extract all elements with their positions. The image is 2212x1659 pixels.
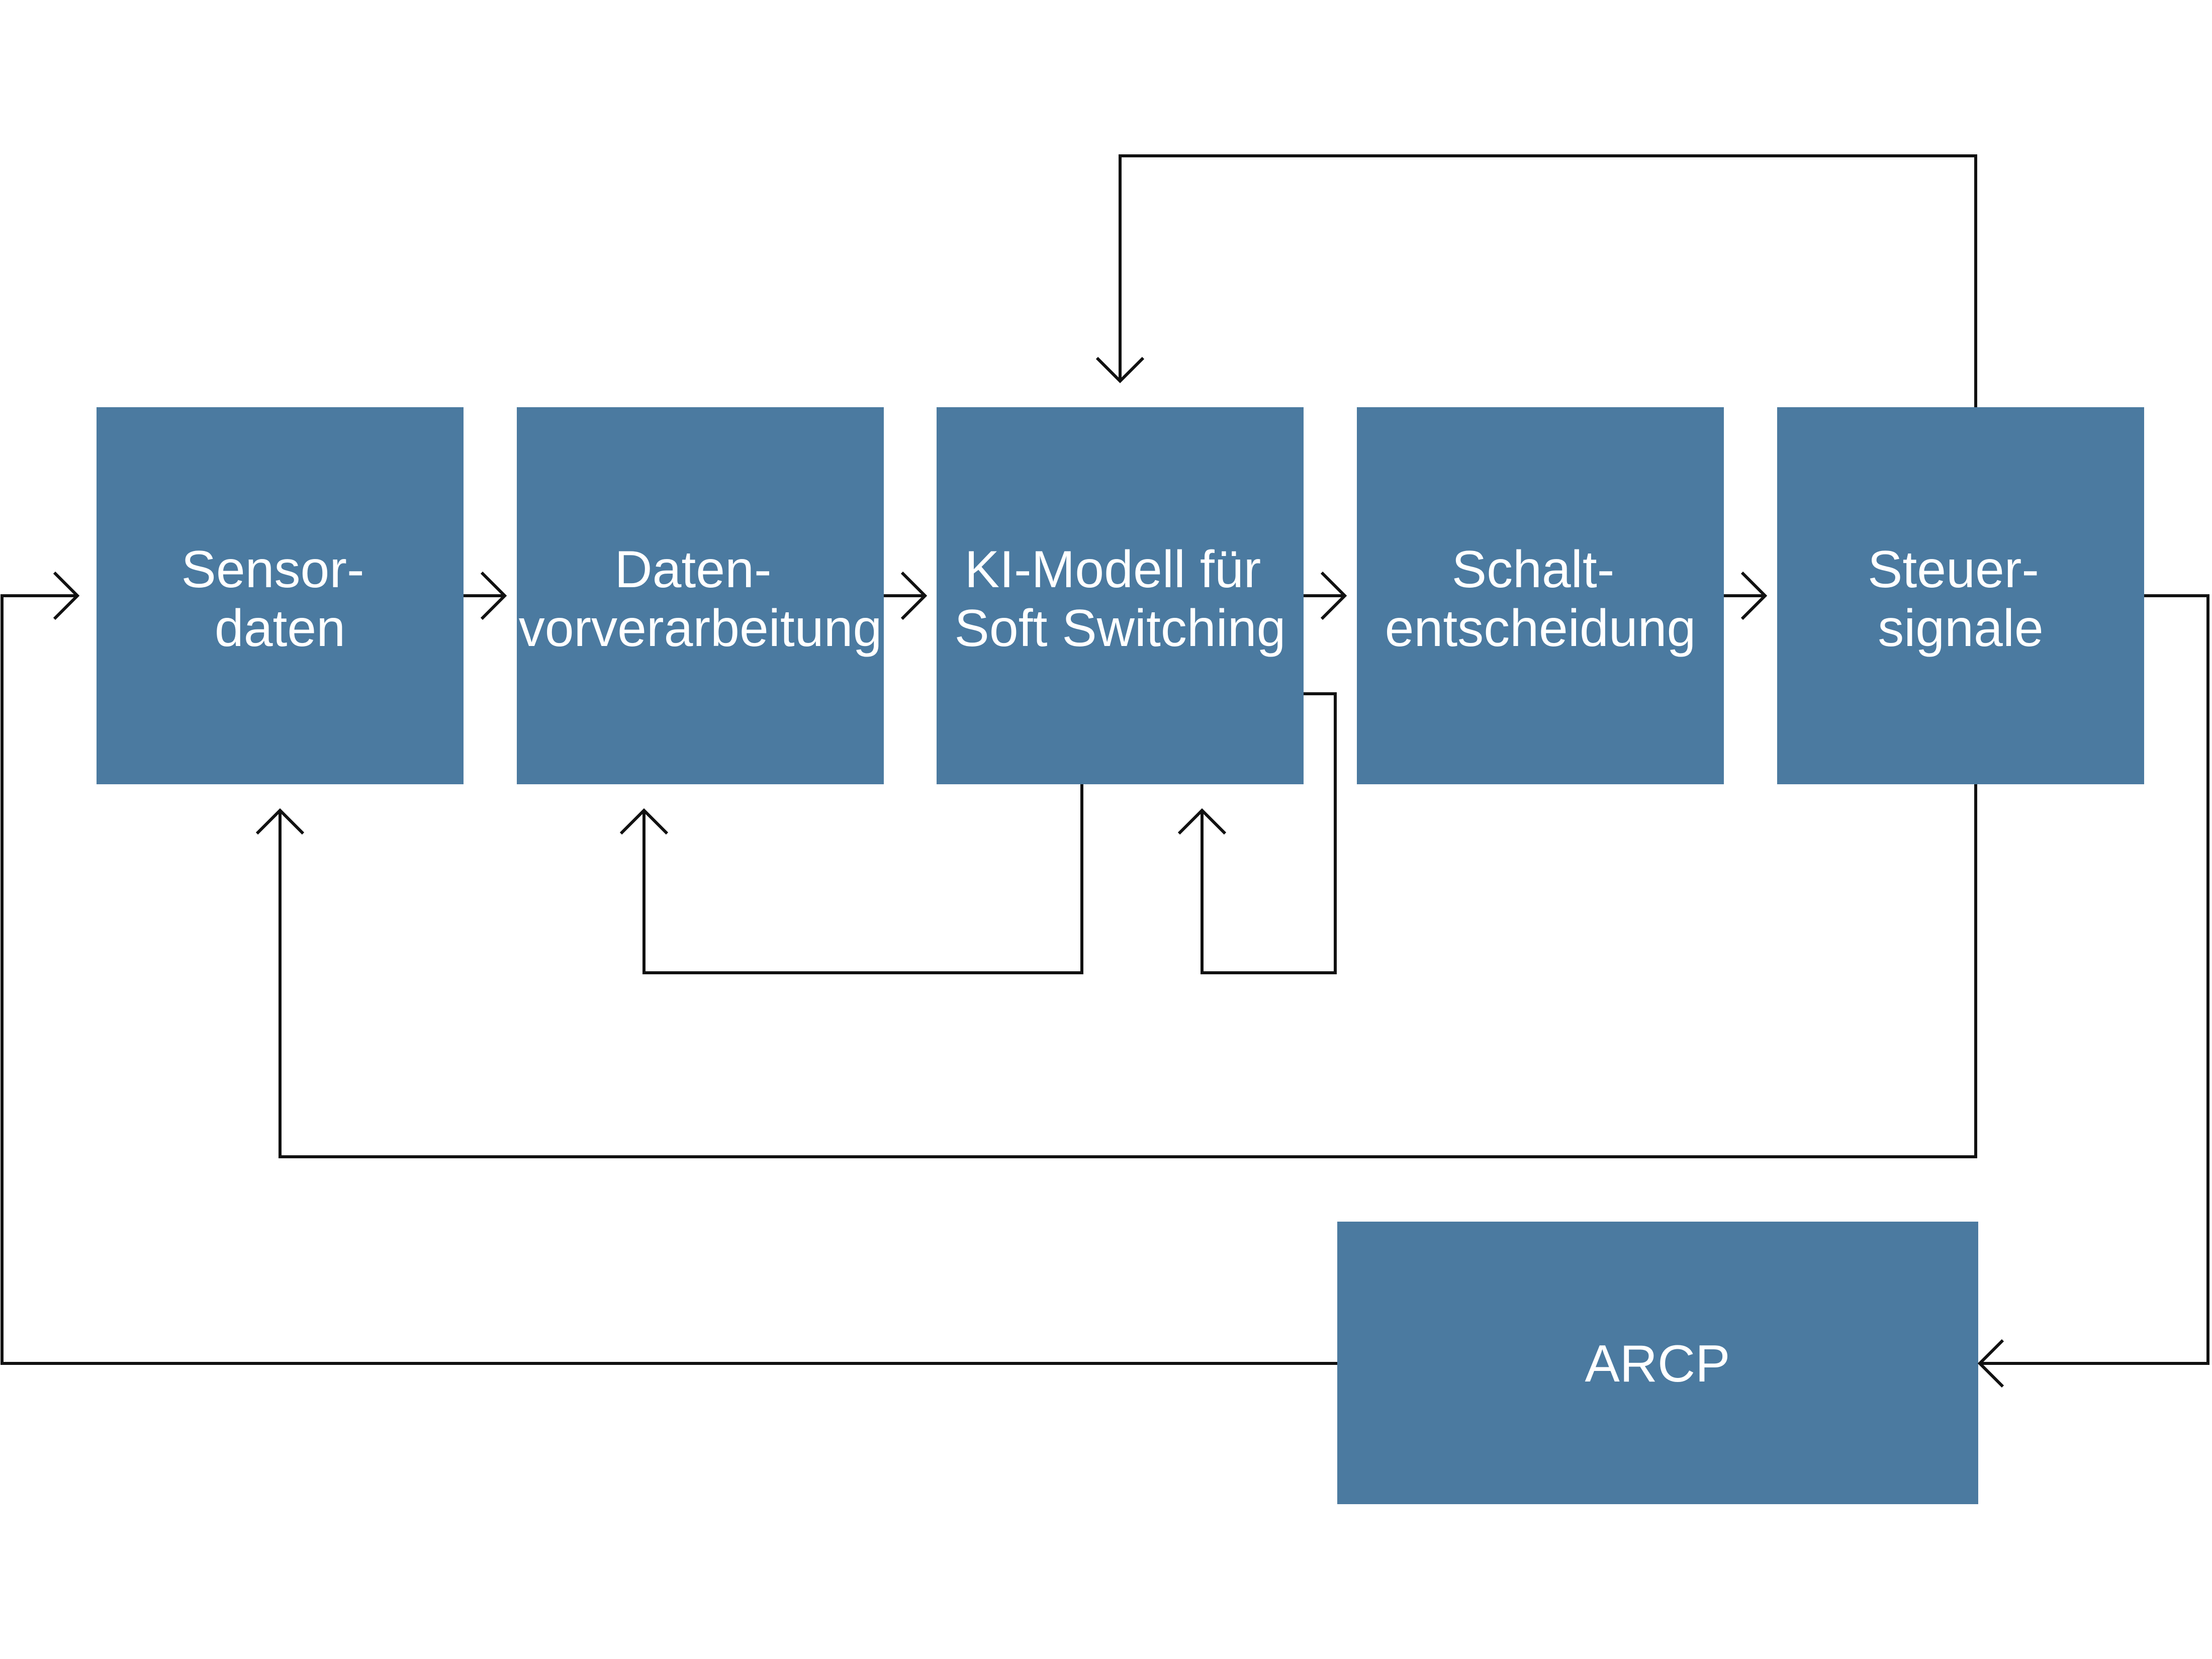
node-label-line: entscheidung (1385, 599, 1696, 658)
node-label: ARCP (1585, 1335, 1730, 1393)
edge-sensordaten-to-datenvorverarbeitung (464, 571, 507, 620)
arrow-up-icon (619, 808, 669, 835)
edge-steuersignale-to-sensordaten (255, 784, 1977, 1158)
arrow-right-icon (900, 571, 928, 620)
edge-steuersignale-to-arcp (1977, 594, 2209, 1388)
arrow-down-icon (1095, 356, 1145, 384)
node-box (97, 407, 464, 784)
node-ki-modell: KI-Modell für Soft Switching (937, 407, 1304, 784)
node-label-line: Sensor- (181, 540, 364, 599)
arrow-right-icon (1740, 571, 1768, 620)
node-arcp: ARCP (1337, 1222, 1978, 1504)
node-box (937, 407, 1304, 784)
node-steuersignale: Steuer- signale (1777, 407, 2144, 784)
arrow-right-icon (480, 571, 507, 620)
arrow-right-icon (1320, 571, 1347, 620)
node-label: Sensor- daten (181, 540, 379, 658)
node-schaltentscheidung: Schalt- entscheidung (1357, 407, 1724, 784)
node-label-line: Steuer- (1868, 540, 2039, 599)
edge-datenvorverarbeitung-to-ki-modell (884, 571, 928, 620)
node-label-line: signale (1878, 599, 2044, 658)
node-box (1777, 407, 2144, 784)
node-label-line: daten (215, 599, 345, 658)
node-label-line: ARCP (1585, 1335, 1730, 1393)
arrow-right-icon (53, 571, 80, 620)
node-label-line: KI-Modell für (965, 540, 1261, 599)
edge-steuersignale-to-ki-modell (1095, 154, 1977, 407)
edge-arcp-to-sensordaten (1, 571, 1337, 1365)
edge-ki-modell-self-loop (1177, 692, 1337, 974)
node-label-line: Soft Switching (955, 599, 1286, 658)
node-datenvorverarbeitung: Daten- vorverarbeitung (517, 407, 884, 784)
arrow-up-icon (1177, 808, 1227, 835)
node-label: Steuer- signale (1868, 540, 2054, 658)
node-label-line: Schalt- (1452, 540, 1615, 599)
node-label: Daten- vorverarbeitung (519, 540, 882, 658)
edge-ki-modell-to-schaltentscheidung (1304, 571, 1347, 620)
arrow-left-icon (1977, 1339, 2004, 1388)
node-box (1357, 407, 1724, 784)
arrow-up-icon (255, 808, 305, 835)
node-label: KI-Modell für Soft Switching (955, 540, 1286, 658)
edge-ki-modell-to-datenvorverarbeitung (619, 784, 1083, 974)
node-label-line: Daten- (614, 540, 771, 599)
node-box (517, 407, 884, 784)
node-label: Schalt- entscheidung (1385, 540, 1696, 658)
node-sensordaten: Sensor- daten (97, 407, 464, 784)
node-label-line: vorverarbeitung (519, 599, 882, 658)
node-box (1337, 1222, 1978, 1504)
edge-schaltentscheidung-to-steuersignale (1724, 571, 1768, 620)
